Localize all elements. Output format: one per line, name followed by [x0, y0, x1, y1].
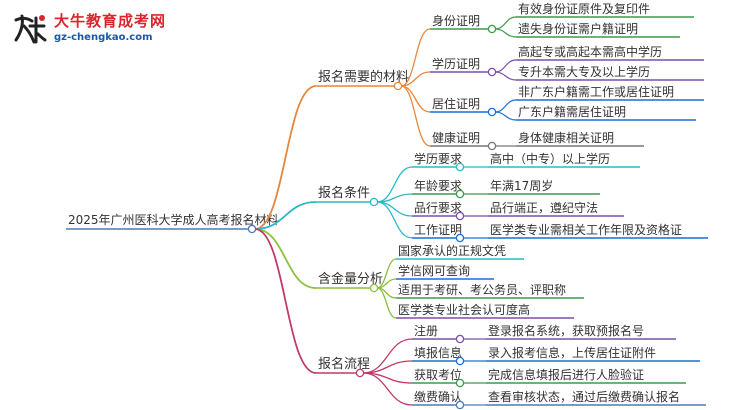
- sub-label-1-2: 品行要求: [414, 201, 462, 215]
- sub-connector-1-2: [376, 201, 413, 217]
- branch-connector-0: [254, 85, 317, 230]
- sub-knob-0-3: [487, 141, 497, 151]
- sub-label-0-0: 身份证明: [432, 13, 480, 28]
- leaf-connector-0-2-0: [494, 99, 517, 113]
- leaf-label-0-0-1: 遗失身份证需户籍证明: [518, 21, 638, 36]
- sub-knob-0-0: [487, 24, 497, 34]
- branch-connector-3: [254, 228, 317, 374]
- leaf-label-3-3-0: 查看审核状态，通过后缴费确认报名: [488, 389, 680, 404]
- leaf-connector-0-2-1: [494, 111, 517, 121]
- leaf-label-0-3-0: 身体健康相关证明: [518, 130, 614, 145]
- sub-label-1-3: 工作证明: [414, 223, 462, 237]
- leaf-label-3-2-0: 完成信息填报后进行人脸验证: [488, 367, 644, 382]
- sub-knob-0-2: [487, 107, 497, 117]
- sub-knob-1-2: [455, 211, 465, 221]
- leaf-label-0-2-0: 非广东户籍需工作或居住证明: [518, 84, 674, 99]
- sub-connector-2-3: [376, 287, 397, 319]
- sub-label-2-0: 国家承认的正规文凭: [398, 243, 506, 258]
- sub-label-3-1: 填报信息: [414, 345, 462, 360]
- sub-label-3-3: 缴费确认: [414, 389, 462, 404]
- leaf-label-0-1-0: 高起专或高起本需高中学历: [518, 44, 662, 59]
- leaf-connector-0-1-1: [494, 71, 517, 81]
- branch-label-2: 含金量分析: [318, 271, 383, 287]
- sub-label-2-1: 学信网可查询: [398, 263, 470, 278]
- sub-knob-3-3: [455, 400, 465, 410]
- branch-label-1: 报名条件: [318, 185, 370, 201]
- sub-label-0-2: 居住证明: [432, 97, 480, 111]
- leaf-connector-0-0-1: [494, 28, 517, 38]
- sub-label-1-0: 学历要求: [414, 151, 462, 166]
- branch-label-3: 报名流程: [318, 356, 370, 372]
- sub-label-3-0: 注册: [414, 323, 438, 338]
- branch-knob-1: [369, 197, 379, 207]
- sub-label-1-1: 年龄要求: [414, 179, 462, 193]
- sub-label-3-2: 获取考位: [414, 367, 462, 382]
- sub-knob-1-3: [455, 233, 465, 243]
- sub-label-0-1: 学历证明: [432, 56, 480, 71]
- sub-knob-3-0: [455, 334, 465, 344]
- sub-knob-1-1: [455, 189, 465, 199]
- root-knob: [247, 224, 257, 234]
- sub-connector-0-3: [400, 85, 431, 147]
- leaf-connector-0-0-0: [494, 16, 517, 30]
- sub-connector-0-2: [400, 85, 431, 113]
- sub-knob-3-2: [455, 378, 465, 388]
- sub-connector-3-3: [362, 372, 413, 406]
- leaf-label-1-3-0: 医学类专业需相关工作年限及资格证: [490, 222, 682, 237]
- leaf-label-0-2-1: 广东户籍需居住证明: [518, 104, 626, 119]
- leaf-label-0-1-1: 专升本需大专及以上学历: [518, 64, 650, 79]
- logo-domain: gz-chengkao.com: [54, 32, 153, 43]
- sub-label-2-3: 医学类专业社会认可度高: [398, 302, 530, 317]
- sub-connector-1-0: [376, 166, 413, 203]
- leaf-label-3-0-0: 登录报名系统，获取预报名号: [488, 323, 644, 338]
- branch-connector-1: [254, 201, 317, 230]
- leaf-label-1-1-0: 年满17周岁: [490, 178, 553, 193]
- leaf-connector-0-1-0: [494, 59, 517, 73]
- leaf-label-1-0-0: 高中（中专）以上学历: [490, 151, 610, 166]
- sub-label-2-2: 适用于考研、考公务员、评职称: [398, 282, 566, 297]
- leaf-label-1-2-0: 品行端正，遵纪守法: [490, 200, 598, 215]
- branch-label-0: 报名需要的材料: [318, 69, 409, 85]
- branch-knob-2: [369, 283, 379, 293]
- root-label: 2025年广州医科大学成人高考报名材料: [68, 212, 279, 227]
- logo-title: 大牛教育成考网: [54, 12, 167, 30]
- sub-knob-3-1: [455, 356, 465, 366]
- branch-knob-3: [355, 368, 365, 378]
- sub-knob-1-0: [455, 162, 465, 172]
- sub-label-0-3: 健康证明: [432, 130, 480, 145]
- sub-connector-3-0: [362, 338, 413, 374]
- leaf-label-3-1-0: 录入报考信息，上传居住证附件: [488, 345, 656, 360]
- branch-knob-0: [393, 81, 403, 91]
- sub-connector-0-0: [400, 28, 431, 87]
- leaf-label-0-0-0: 有效身份证原件及复印件: [518, 1, 650, 16]
- sub-connector-1-3: [376, 201, 413, 239]
- calligraphy-logo-icon: [14, 14, 47, 44]
- sub-knob-0-1: [487, 67, 497, 77]
- site-logo: 大牛教育成考网 gz-chengkao.com: [6, 6, 176, 50]
- sub-connector-0-1: [400, 71, 431, 87]
- branch-connector-2: [254, 228, 317, 289]
